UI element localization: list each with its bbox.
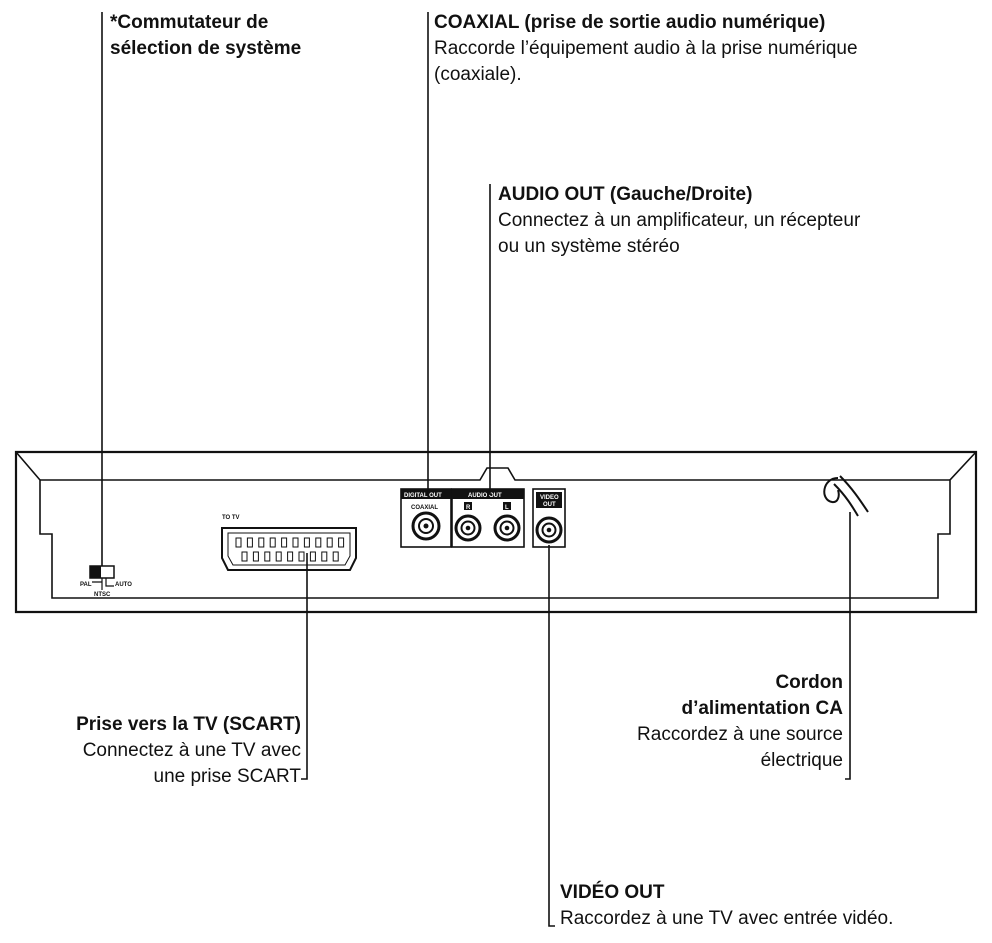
to-tv-label: TO TV: [222, 515, 240, 521]
audio-out-desc-1: Connectez à un amplificateur, un récepte…: [498, 210, 861, 231]
power-cord-title-1: Cordon: [775, 672, 843, 693]
callout-coaxial: COAXIAL (prise de sortie audio numérique…: [434, 10, 858, 88]
coaxial-desc-1: Raccorde l’équipement audio à la prise n…: [434, 38, 858, 59]
leader-lines: [101, 12, 851, 927]
scart-pin: [287, 551, 294, 562]
system-switch-title-1: *Commutateur de: [110, 12, 269, 33]
video-out-desc: Raccordez à une TV avec entrée vidéo.: [560, 908, 894, 929]
scart-pin: [315, 537, 322, 548]
switch-label-ntsc: NTSC: [94, 592, 111, 598]
callout-power-cord: Cordon d’alimentation CA Raccordez à une…: [637, 670, 843, 774]
scart-pin: [281, 537, 288, 548]
scart-pin: [309, 551, 316, 562]
power-cord-desc-1: Raccordez à une source: [637, 724, 843, 745]
scart-pin: [264, 551, 271, 562]
system-switch[interactable]: PAL AUTO NTSC: [80, 565, 132, 598]
leader-power-cord: [845, 512, 851, 780]
power-cord-desc-2: électrique: [760, 750, 843, 771]
switch-label-auto: AUTO: [115, 582, 132, 588]
scart-pin: [252, 551, 259, 562]
video-out-title: VIDÉO OUT: [560, 882, 665, 903]
scart-pin: [326, 537, 333, 548]
scart-pin: [235, 537, 242, 548]
scart-pin: [241, 551, 248, 562]
leader-video-out: [548, 545, 555, 927]
audio-l-label: L: [505, 505, 509, 511]
audio-out-jacks[interactable]: AUDIO OUT R L: [451, 488, 525, 548]
video-out-jack[interactable]: VIDEO OUT: [532, 488, 566, 548]
power-cord[interactable]: [823, 475, 869, 517]
audio-out-title: AUDIO OUT (Gauche/Droite): [498, 184, 753, 205]
audio-out-panel-label: AUDIO OUT: [468, 493, 502, 499]
coaxial-desc-2: (coaxiale).: [434, 64, 522, 85]
scart-pin: [269, 537, 276, 548]
scart-pin: [292, 537, 299, 548]
scart-pin: [246, 537, 253, 548]
coaxial-title: COAXIAL (prise de sortie audio numérique…: [434, 12, 826, 33]
callout-audio-out: AUDIO OUT (Gauche/Droite) Connectez à un…: [498, 182, 860, 260]
leader-scart: [301, 553, 308, 780]
power-cord-title-2: d’alimentation CA: [681, 698, 843, 719]
scart-title: Prise vers la TV (SCART): [76, 714, 301, 735]
audio-out-desc-2: ou un système stéréo: [498, 236, 680, 257]
coaxial-jack[interactable]: DIGITAL OUT COAXIAL: [400, 488, 452, 548]
scart-pin: [275, 551, 282, 562]
callout-video-out: VIDÉO OUT Raccordez à une TV avec entrée…: [560, 880, 893, 932]
device-rear-panel: [14, 450, 978, 614]
scart-pin: [321, 551, 328, 562]
audio-r-label: R: [466, 505, 471, 511]
switch-label-pal: PAL: [80, 582, 92, 588]
scart-pin: [298, 551, 305, 562]
scart-pin: [303, 537, 310, 548]
digital-out-label: DIGITAL OUT: [404, 493, 442, 499]
scart-desc-2: une prise SCART: [153, 766, 302, 787]
video-out-panel-label-1: VIDEO: [540, 495, 559, 501]
coaxial-panel-label: COAXIAL: [411, 505, 438, 511]
system-switch-title-2: sélection de système: [110, 38, 302, 59]
scart-desc-1: Connectez à une TV avec: [82, 740, 301, 761]
scart-connector[interactable]: TO TV: [221, 515, 357, 571]
callout-scart: Prise vers la TV (SCART) Connectez à une…: [76, 712, 301, 790]
video-out-panel-label-2: OUT: [543, 502, 556, 508]
callout-system-switch: *Commutateur de sélection de système: [110, 10, 301, 62]
scart-pin: [338, 537, 345, 548]
scart-pin: [258, 537, 265, 548]
scart-pin: [332, 551, 339, 562]
